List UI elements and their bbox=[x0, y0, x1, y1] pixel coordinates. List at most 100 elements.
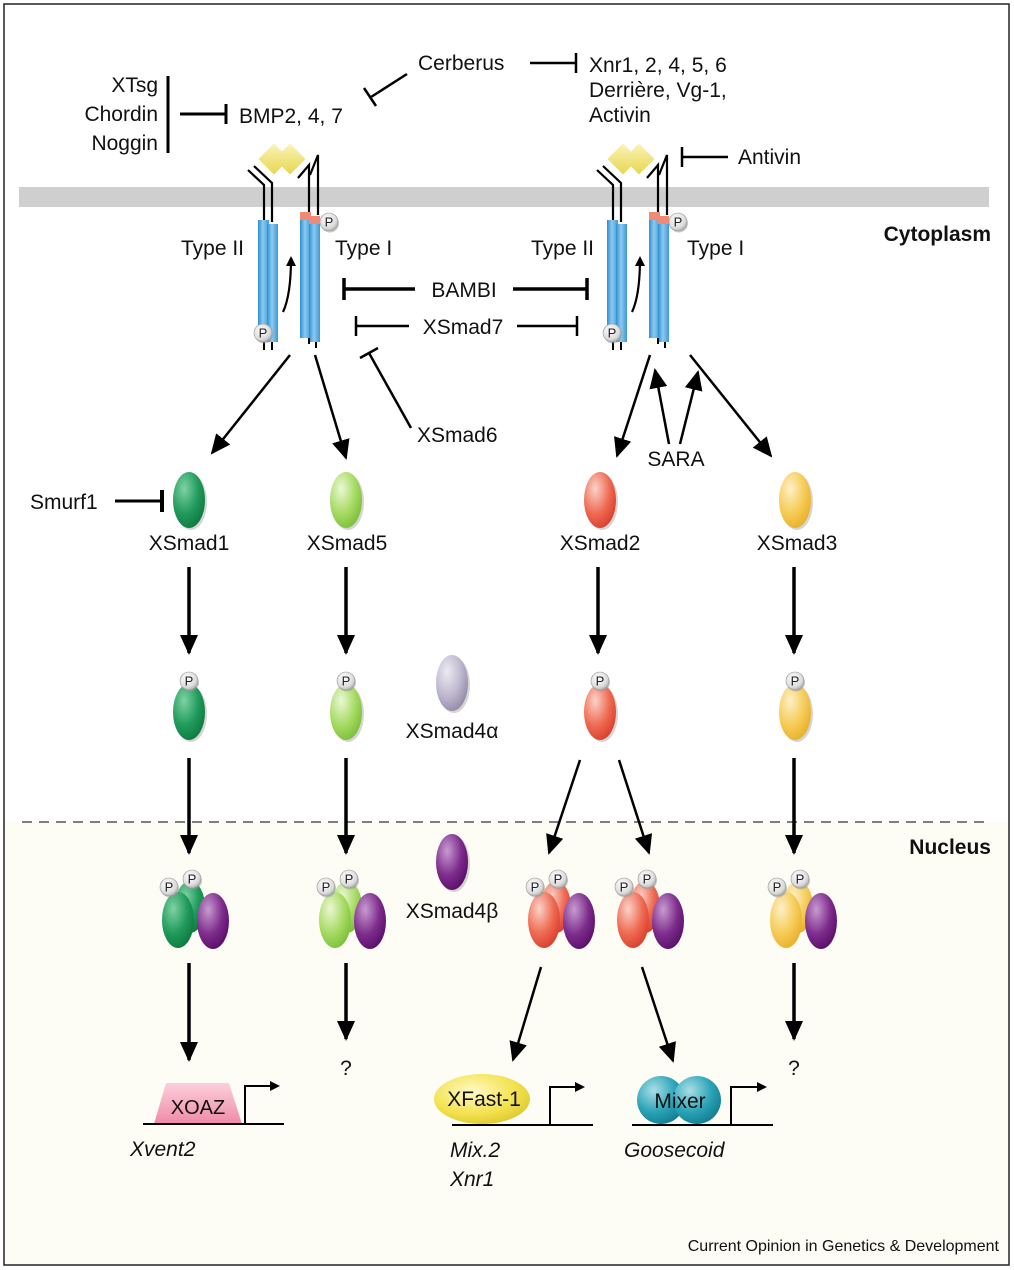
xvent2-label: Xvent2 bbox=[129, 1138, 196, 1161]
nodal-ligands-line1: Xnr1, 2, 4, 5, 6 bbox=[589, 54, 727, 77]
goosecoid-gene bbox=[632, 1076, 773, 1126]
xsmad4a-label: XSmad4α bbox=[406, 720, 499, 743]
arrow-to-mixer bbox=[640, 966, 676, 1063]
goosecoid-label: Goosecoid bbox=[624, 1139, 726, 1162]
cerberus-inhibits-nodal bbox=[530, 53, 578, 73]
smurf1-inhibition bbox=[115, 490, 164, 512]
svg-text:P: P bbox=[791, 674, 800, 689]
bmp-ligands-label: BMP2, 4, 7 bbox=[239, 105, 343, 128]
xsmad7-label: XSmad7 bbox=[423, 316, 504, 339]
svg-text:P: P bbox=[554, 872, 563, 887]
xoaz-label: XOAZ bbox=[171, 1097, 225, 1119]
xnr1-label: Xnr1 bbox=[449, 1168, 494, 1191]
chordin-label: Chordin bbox=[84, 103, 158, 126]
phosphate-icon: P bbox=[319, 212, 339, 233]
xsmad2-inactive bbox=[584, 472, 618, 530]
xsmad5-inactive bbox=[330, 472, 364, 530]
transcription-start-arrow bbox=[244, 1081, 280, 1124]
cerberus-label: Cerberus bbox=[418, 52, 504, 75]
transphosphorylation-arrow bbox=[630, 256, 645, 313]
svg-text:P: P bbox=[796, 872, 805, 887]
phosphate-icon: P bbox=[790, 869, 810, 890]
phosphate-icon: P bbox=[253, 323, 273, 344]
xsmad6-label: XSmad6 bbox=[417, 424, 498, 447]
xsmad7-inhibition bbox=[354, 316, 579, 336]
nodal-type1-label: Type I bbox=[687, 237, 744, 260]
xsmad4a bbox=[436, 655, 470, 713]
translocation-arrows bbox=[180, 567, 803, 1062]
svg-text:P: P bbox=[620, 880, 629, 895]
xsmad5-phosphorylated: P bbox=[330, 671, 364, 742]
svg-text:P: P bbox=[342, 674, 351, 689]
arrow-to-xsmad3 bbox=[689, 354, 773, 458]
svg-text:P: P bbox=[531, 880, 540, 895]
phosphate-icon: P bbox=[602, 323, 622, 344]
xsmad3-phosphorylated: P bbox=[779, 671, 813, 742]
sara-arrow-2 bbox=[678, 370, 703, 445]
mixer-factor-a bbox=[637, 1076, 685, 1124]
svg-text:P: P bbox=[596, 674, 605, 689]
xtsg-label: XTsg bbox=[111, 74, 158, 97]
phosphate-icon: P bbox=[525, 877, 545, 898]
phosphate-icon: P bbox=[182, 869, 202, 890]
svg-text:P: P bbox=[608, 326, 617, 341]
phosphate-icon: P bbox=[785, 671, 805, 692]
nodal-ligands-line3: Activin bbox=[589, 104, 651, 127]
svg-text:P: P bbox=[643, 872, 652, 887]
xsmad5-xsmad4-complex: PP bbox=[316, 869, 386, 949]
svg-text:P: P bbox=[165, 880, 174, 895]
phosphate-icon: P bbox=[179, 671, 199, 692]
mix2-xnr1-gene bbox=[434, 1074, 593, 1126]
svg-text:P: P bbox=[325, 215, 334, 230]
cerberus-inhibits-bmp bbox=[362, 72, 408, 107]
bmp-type2-label: Type II bbox=[181, 237, 244, 260]
journal-credit: Current Opinion in Genetics & Developmen… bbox=[688, 1238, 1000, 1255]
svg-text:P: P bbox=[773, 880, 782, 895]
xsmad2-label: XSmad2 bbox=[560, 532, 641, 555]
phosphate-icon: P bbox=[336, 671, 356, 692]
xsmad1-xsmad4-complex: PP bbox=[159, 869, 229, 949]
xsmad3-inactive bbox=[779, 472, 813, 530]
phosphate-icon: P bbox=[637, 869, 657, 890]
bmp-type1-label: Type I bbox=[335, 237, 392, 260]
xsmad2-xsmad4-complex-a: PP bbox=[525, 869, 595, 949]
unknown-target-1: ? bbox=[340, 1057, 352, 1080]
noggin-label: Noggin bbox=[91, 132, 158, 155]
phosphate-icon: P bbox=[614, 877, 634, 898]
sara-label: SARA bbox=[647, 448, 704, 471]
unknown-target-2: ? bbox=[788, 1057, 800, 1080]
xsmad3-label: XSmad3 bbox=[757, 532, 838, 555]
arrow-xsmad2-complex-b bbox=[617, 759, 653, 855]
antivin-label: Antivin bbox=[738, 146, 801, 169]
transcription-start-arrow bbox=[730, 1082, 767, 1125]
phosphate-icon: P bbox=[590, 671, 610, 692]
arrow-xsmad2-complex-a bbox=[546, 759, 582, 855]
svg-text:P: P bbox=[674, 215, 683, 230]
xsmad1-phosphorylated: P bbox=[173, 671, 207, 742]
xsmad6-inhibition bbox=[359, 346, 413, 429]
antivin-inhibition bbox=[680, 147, 728, 167]
svg-text:P: P bbox=[322, 880, 331, 895]
svg-text:P: P bbox=[345, 872, 354, 887]
arrow-to-xfast1 bbox=[509, 966, 543, 1062]
bmp-antagonists: XTsg Chordin Noggin bbox=[84, 74, 228, 155]
xoaz-factor bbox=[154, 1083, 242, 1124]
xsmad3-xsmad4-complex: PP bbox=[767, 869, 837, 949]
phosphate-icon: P bbox=[668, 212, 688, 233]
phosphate-icon: P bbox=[548, 869, 568, 890]
xsmad4b bbox=[436, 834, 470, 892]
sara-arrow-1 bbox=[649, 368, 671, 445]
nucleus-region bbox=[5, 822, 1008, 1264]
nucleus-label: Nucleus bbox=[909, 836, 991, 859]
activation-arrows bbox=[210, 354, 773, 460]
type1-receptor: P bbox=[300, 212, 339, 348]
type2-receptor: P bbox=[253, 220, 278, 350]
mixer-label: Mixer bbox=[654, 1090, 705, 1113]
svg-text:P: P bbox=[185, 674, 194, 689]
svg-text:P: P bbox=[259, 326, 268, 341]
phosphate-icon: P bbox=[339, 869, 359, 890]
bambi-inhibition bbox=[342, 278, 589, 300]
type1-receptor: P bbox=[649, 212, 688, 348]
